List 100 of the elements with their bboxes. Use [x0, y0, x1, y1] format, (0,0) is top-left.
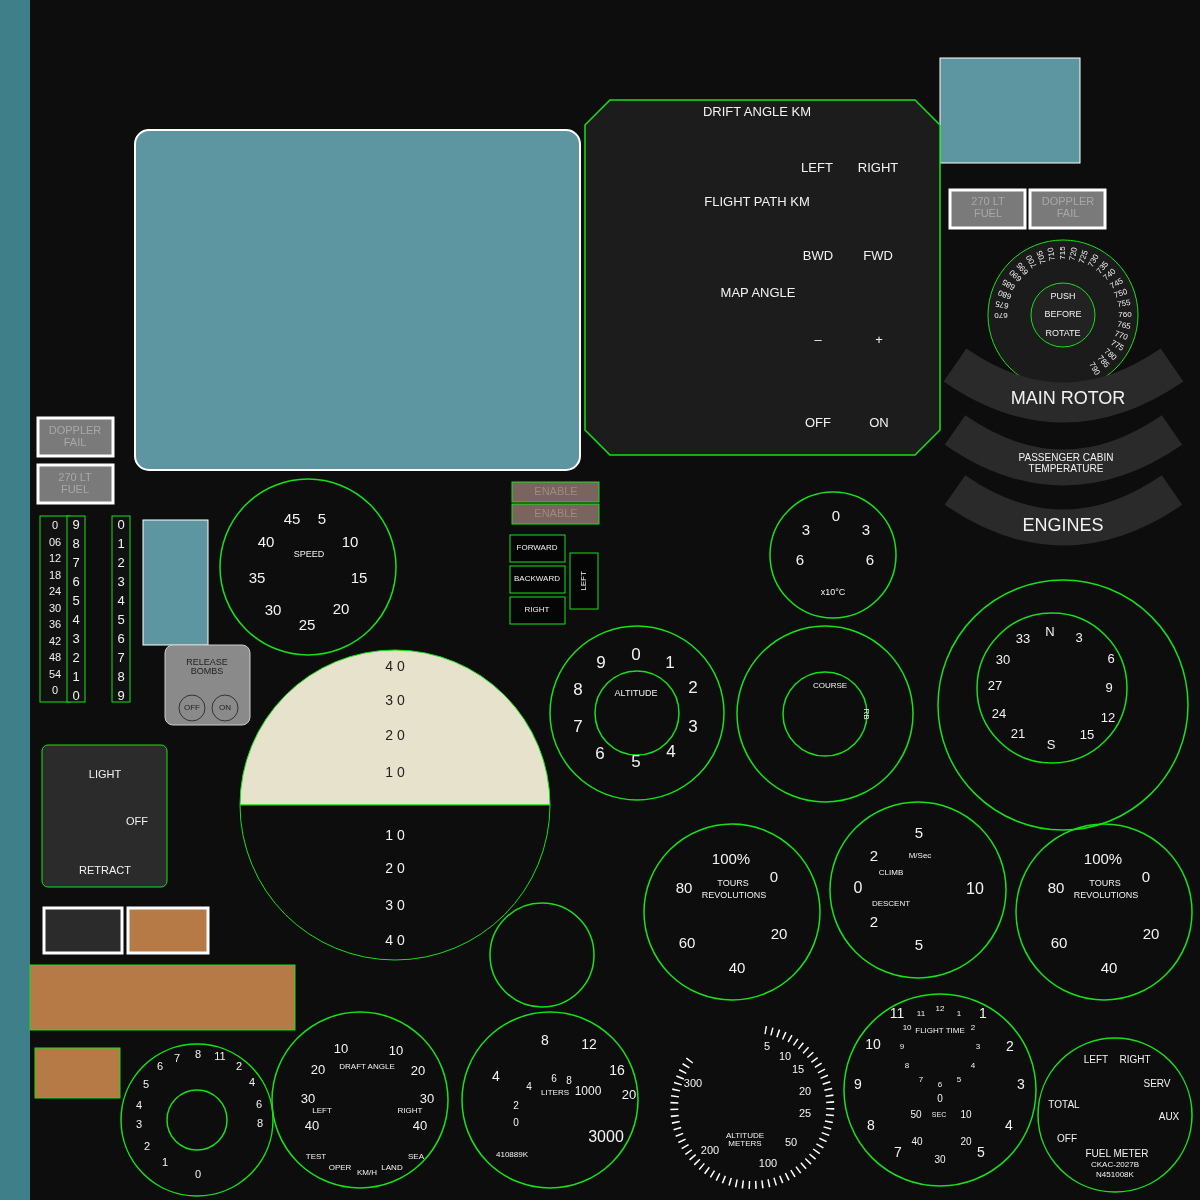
- dial-label: REVOLUTIONS: [1073, 891, 1139, 901]
- dial-numeral: 16: [609, 1062, 625, 1078]
- pitch-numeral: 1 0: [385, 764, 405, 780]
- dial-numeral: 40: [1100, 960, 1118, 976]
- pitch-numeral: 4 0: [385, 932, 405, 948]
- dial-numeral: 5: [977, 1144, 985, 1160]
- dial-label: LAND: [381, 1163, 403, 1173]
- compass-numeral: 9: [1105, 681, 1113, 695]
- dial-label: PUSH: [1050, 292, 1076, 302]
- dial-numeral: 30: [300, 1092, 316, 1106]
- dial-numeral: 2: [970, 1023, 976, 1033]
- dial-numeral: 50: [784, 1137, 798, 1149]
- dial-numeral: 12: [935, 1004, 945, 1014]
- panel-label: BWD: [802, 249, 834, 263]
- dial-numeral: 10: [902, 1023, 912, 1033]
- dial-numeral: 2: [869, 848, 879, 864]
- panel-label: DRIFT ANGLE KM: [702, 105, 812, 119]
- dial-numeral: 715: [1058, 246, 1068, 260]
- dial-numeral: 3: [801, 522, 811, 538]
- switch-label: OFF: [184, 703, 200, 713]
- dial-numeral: 40: [728, 960, 746, 976]
- dial-numeral: 5: [631, 753, 641, 771]
- panel-label: FLIGHT PATH KM: [704, 195, 810, 209]
- dial-numeral: 11: [916, 1009, 926, 1019]
- dial-label: ROTATE: [1045, 329, 1081, 339]
- dial-numeral: 8: [256, 1118, 264, 1130]
- dial-numeral: 2: [688, 679, 698, 697]
- compass-numeral: 21: [1010, 727, 1026, 741]
- dial-label: SPEED: [293, 550, 325, 560]
- dial-label: x10°C: [820, 588, 846, 598]
- dial-numeral: 11: [889, 1005, 905, 1021]
- scale-numeral: 0: [72, 689, 80, 703]
- pitch-numeral: 3 0: [385, 897, 405, 913]
- dial-numeral: 4: [1005, 1117, 1013, 1133]
- dial-numeral: 10: [865, 1036, 881, 1052]
- dial-numeral: 60: [678, 935, 696, 951]
- pitch-numeral: 2 0: [385, 860, 405, 876]
- dial-numeral: 1: [665, 654, 675, 672]
- dial-numeral: 10: [333, 1042, 349, 1056]
- dial-label: RB: [861, 708, 871, 720]
- dial-label: COURSE: [812, 681, 848, 691]
- scale-numeral: 3: [72, 632, 80, 646]
- scale-numeral: 6: [117, 632, 125, 646]
- scale-numeral: 54: [48, 668, 62, 681]
- dial-numeral: 720: [1068, 246, 1079, 262]
- pitch-numeral: 1 0: [385, 827, 405, 843]
- dial-numeral: 2: [869, 914, 879, 930]
- dial-numeral: 60: [1050, 935, 1068, 951]
- dial-numeral: 8: [867, 1117, 875, 1133]
- dial-numeral: 10: [778, 1051, 792, 1063]
- panel-label: +: [875, 333, 883, 347]
- serial-number: 410889K: [496, 1150, 528, 1160]
- dial-label: REVOLUTIONS: [701, 891, 767, 901]
- dial-numeral: 1: [956, 1009, 962, 1019]
- scale-numeral: 5: [117, 613, 125, 627]
- dial-numeral: 8: [904, 1061, 910, 1071]
- scale-numeral: 5: [72, 594, 80, 608]
- dial-numeral: 20: [332, 601, 350, 617]
- serial-number: CKAC-2027B: [1091, 1160, 1139, 1170]
- dial-numeral: 10: [960, 1109, 972, 1121]
- dial-label: DRAFT ANGLE: [339, 1062, 395, 1072]
- dial-numeral: 20: [770, 926, 788, 942]
- dial-numeral: 0: [937, 1093, 943, 1105]
- dial-numeral: 7: [918, 1075, 924, 1085]
- dial-numeral: 6: [595, 745, 605, 763]
- dial-numeral: 6: [551, 1073, 557, 1085]
- dial-numeral: 11: [214, 1051, 226, 1063]
- dial-numeral: 5: [142, 1079, 150, 1091]
- dial-numeral: 25: [798, 1108, 812, 1120]
- dial-numeral: 8: [573, 681, 583, 699]
- dial-numeral: 25: [298, 617, 316, 633]
- switch-label: LEFT: [579, 571, 589, 591]
- dial-numeral: 5: [763, 1041, 771, 1053]
- dial-numeral: 10: [966, 880, 984, 898]
- dial-label: BEFORE: [1044, 310, 1082, 320]
- dial-label: TOURS: [717, 879, 749, 889]
- scale-numeral: 42: [48, 635, 62, 648]
- dial-numeral: 40: [304, 1119, 320, 1133]
- switch-label: FORWARD: [516, 543, 558, 553]
- scale-numeral: 36: [48, 619, 62, 631]
- dial-numeral: 200: [700, 1145, 720, 1157]
- dial-label: RIGHT: [397, 1106, 423, 1116]
- dial-numeral: 8: [194, 1049, 202, 1061]
- dial-numeral: 20: [410, 1064, 426, 1078]
- dial-numeral: 1: [161, 1157, 169, 1169]
- compass-numeral: 6: [1107, 652, 1115, 666]
- dial-numeral: 7: [894, 1144, 902, 1160]
- dial-numeral: 5: [914, 825, 924, 841]
- dial-numeral: 6: [937, 1080, 943, 1090]
- dial-numeral: 0: [831, 508, 841, 524]
- dial-label: OFF: [1057, 1133, 1077, 1145]
- scale-numeral: 1: [117, 537, 125, 551]
- dial-numeral: 6: [156, 1061, 164, 1073]
- dial-numeral: 1000: [574, 1084, 602, 1098]
- dial-numeral: 30: [934, 1154, 946, 1166]
- dial-numeral: 8: [566, 1075, 572, 1087]
- scale-numeral: 0: [117, 518, 125, 532]
- dial-label: ALTITUDE: [614, 689, 658, 699]
- dial-numeral: 10: [341, 534, 359, 550]
- dial-numeral: 705: [1035, 249, 1048, 265]
